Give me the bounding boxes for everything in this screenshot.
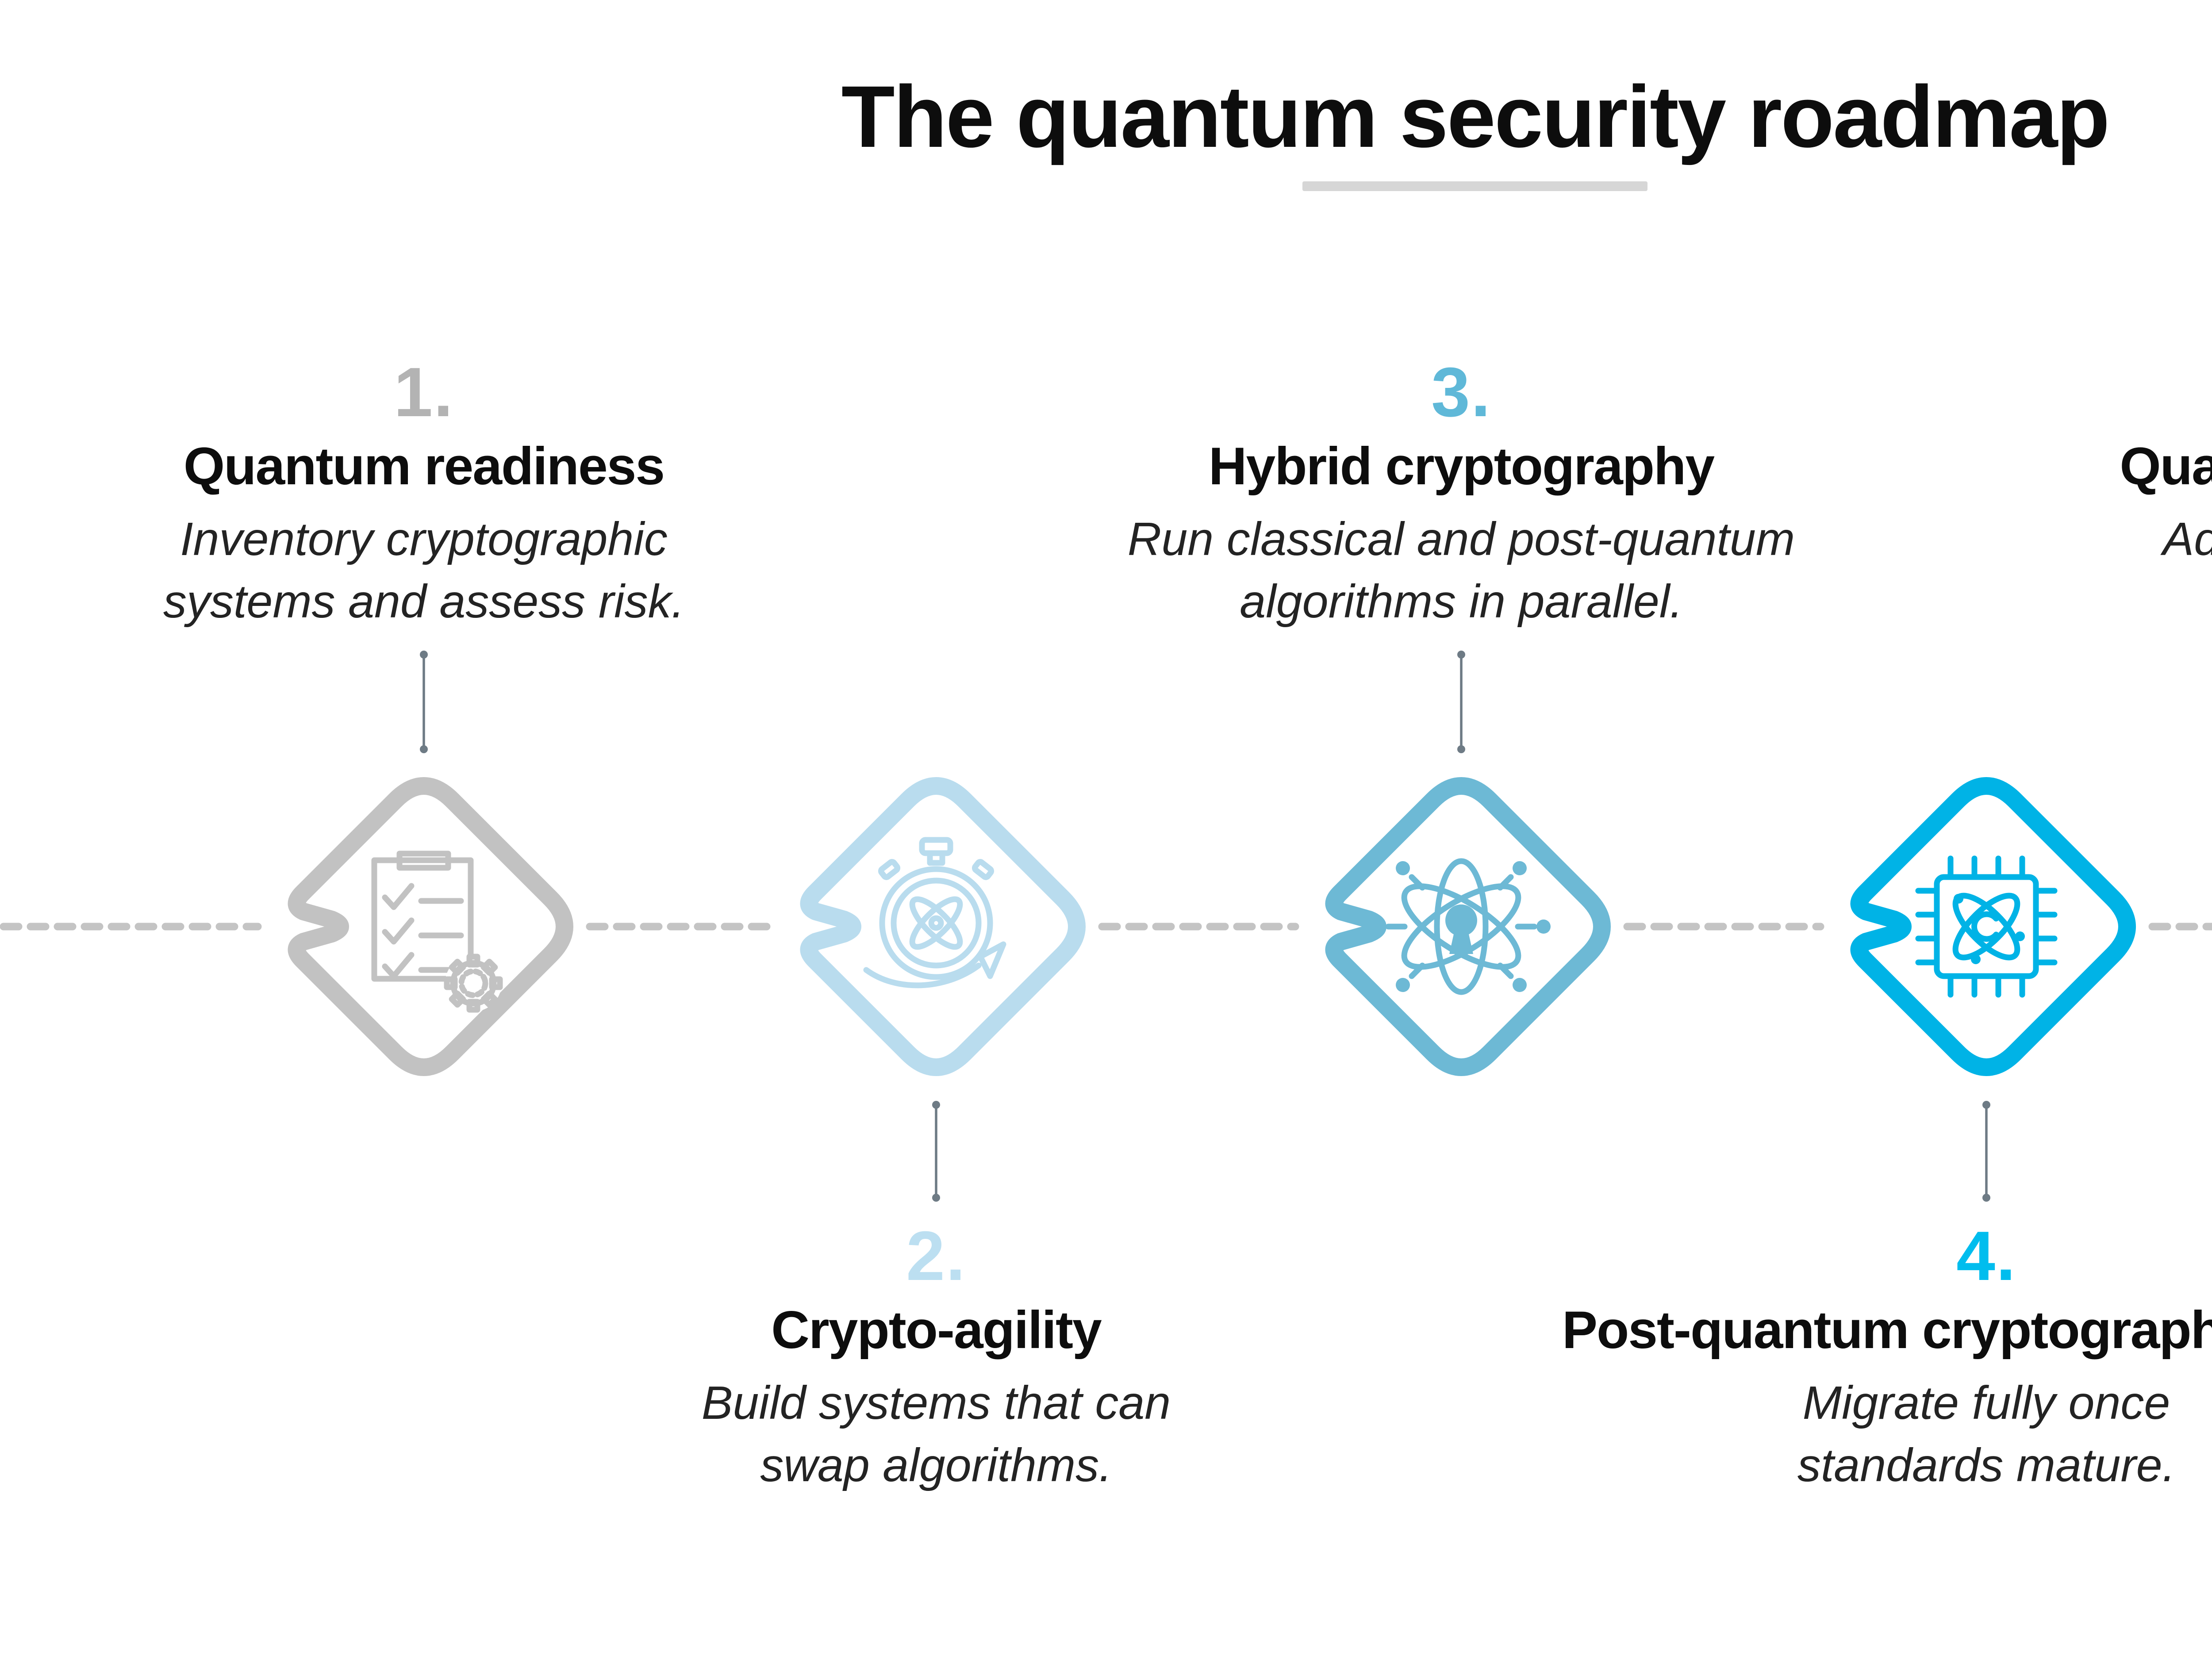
- swoosh-arrow-line: [863, 962, 982, 989]
- core-arc: [1971, 911, 1999, 942]
- step-3-text-block: 3. Hybrid cryptography Run classical and…: [908, 356, 2014, 633]
- timeline-dashed-line: [0, 923, 2212, 931]
- step-4-diamond: [1850, 777, 2136, 1076]
- step-4-text-block: 4. Post-quantum cryptography (PQC) Migra…: [1433, 1217, 2212, 1497]
- gear-icon: [444, 954, 503, 1013]
- chip-pins-top: [1947, 855, 2025, 880]
- atom-electrons: [1372, 861, 1551, 992]
- step-4-description: Migrate fully once standards mature.: [1433, 1372, 2212, 1497]
- step-5-description: Add information-theoretic security throu…: [1959, 508, 2212, 633]
- atom-glyph: [909, 896, 963, 950]
- atom-orbit: [1401, 883, 1521, 970]
- stopwatch-face: [891, 877, 982, 969]
- step-1-text-block: 1. Quantum readiness Inventory cryptogra…: [0, 356, 977, 633]
- clipboard-body: [371, 857, 474, 982]
- atom-keyhole-icon: [1372, 858, 1551, 995]
- step-3-desc-line-1: Run classical and post-quantum: [1127, 513, 1795, 565]
- step-4-desc-line-1: Migrate fully once: [1802, 1376, 2170, 1429]
- title-underline: [1302, 181, 1647, 191]
- step-5-desc-line-1: Add information-theoretic security: [2162, 513, 2212, 565]
- connector-dot: [932, 1194, 940, 1202]
- stopwatch-atom-arrow-icon: [863, 837, 1006, 989]
- checkmark: [382, 917, 415, 945]
- chip-pins-left: [1915, 888, 1940, 966]
- page-title: The quantum security roadmap: [841, 68, 2110, 165]
- connector-dot: [932, 1101, 940, 1109]
- diamond-outline: [1850, 777, 2136, 1076]
- clipboard-checklist-gear-icon: [371, 851, 503, 1013]
- step-1-description: Inventory cryptographic systems and asse…: [0, 508, 977, 633]
- step-3-connector: [1457, 651, 1465, 753]
- diamond-outline: [1325, 777, 1611, 1076]
- step-3-heading: Hybrid cryptography: [1208, 436, 1715, 496]
- step-2-desc-line-2: swap algorithms.: [760, 1439, 1112, 1491]
- atom-orbit: [1401, 883, 1521, 970]
- step-1-desc-line-1: Inventory cryptographic: [180, 513, 668, 565]
- step-1-heading: Quantum readiness: [183, 436, 665, 496]
- stopwatch-stem: [927, 850, 945, 866]
- stopwatch-nub: [878, 859, 901, 880]
- keyhole-glyph: [1445, 904, 1477, 954]
- chip-body: [1934, 874, 2039, 979]
- step-1-diamond: [288, 777, 573, 1076]
- atom-orbit: [1434, 858, 1489, 995]
- step-2-diamond: [800, 777, 1086, 1076]
- step-2-text-block: 2. Crypto-agility Build systems that can…: [383, 1217, 1489, 1497]
- step-2-description: Build systems that can swap algorithms.: [383, 1372, 1489, 1497]
- checkmark: [382, 883, 415, 910]
- step-2-connector: [932, 1101, 940, 1202]
- step-1-number: 1.: [394, 353, 454, 431]
- connector-dot: [1982, 1101, 1990, 1109]
- chip-atom-icon: [1915, 855, 2058, 998]
- atom-spoke: [1497, 874, 1514, 891]
- diamond-outline: [288, 777, 573, 1076]
- connector-dot: [420, 745, 428, 753]
- step-1-desc-line-2: systems and assess risk.: [163, 575, 685, 628]
- step-3-description: Run classical and post-quantum algorithm…: [908, 508, 2014, 633]
- connector-dot: [1457, 651, 1465, 659]
- connector-dot: [1457, 745, 1465, 753]
- atom-spoke: [1497, 962, 1514, 979]
- atom-electrons: [1954, 894, 2025, 964]
- step-1-connector: [420, 651, 428, 753]
- step-4-heading: Post-quantum cryptography (PQC): [1562, 1300, 2212, 1360]
- checkmark: [382, 952, 415, 979]
- chip-pins-bottom: [1947, 973, 2025, 998]
- atom-spoke: [1409, 874, 1425, 891]
- step-4-connector: [1982, 1101, 1990, 1202]
- step-5-heading: Quantum key distribution (QKD): [2120, 436, 2212, 496]
- stopwatch-nub: [972, 859, 995, 880]
- step-3-number: 3.: [1431, 353, 1491, 431]
- step-2-heading: Crypto-agility: [771, 1300, 1102, 1360]
- step-2-desc-line-1: Build systems that can: [701, 1376, 1171, 1429]
- chip-pins-right: [2033, 888, 2058, 966]
- step-3-desc-line-2: algorithms in parallel.: [1240, 575, 1683, 628]
- connector-dot: [1982, 1194, 1990, 1202]
- step-5-text-block: 5. Quantum key distribution (QKD) Add in…: [1959, 356, 2212, 633]
- connector-dot: [420, 651, 428, 659]
- step-4-desc-line-2: standards mature.: [1797, 1439, 2176, 1491]
- atom-orbit: [1952, 893, 2020, 961]
- step-2-number: 2.: [906, 1217, 966, 1295]
- step-3-diamond: [1325, 777, 1611, 1076]
- atom-spoke: [1409, 962, 1425, 979]
- stopwatch-body: [879, 866, 993, 980]
- diamond-outline: [800, 777, 1086, 1076]
- clipboard-clip: [396, 851, 451, 871]
- step-4-number: 4.: [1956, 1217, 2016, 1295]
- swoosh-arrow-head: [977, 941, 1006, 979]
